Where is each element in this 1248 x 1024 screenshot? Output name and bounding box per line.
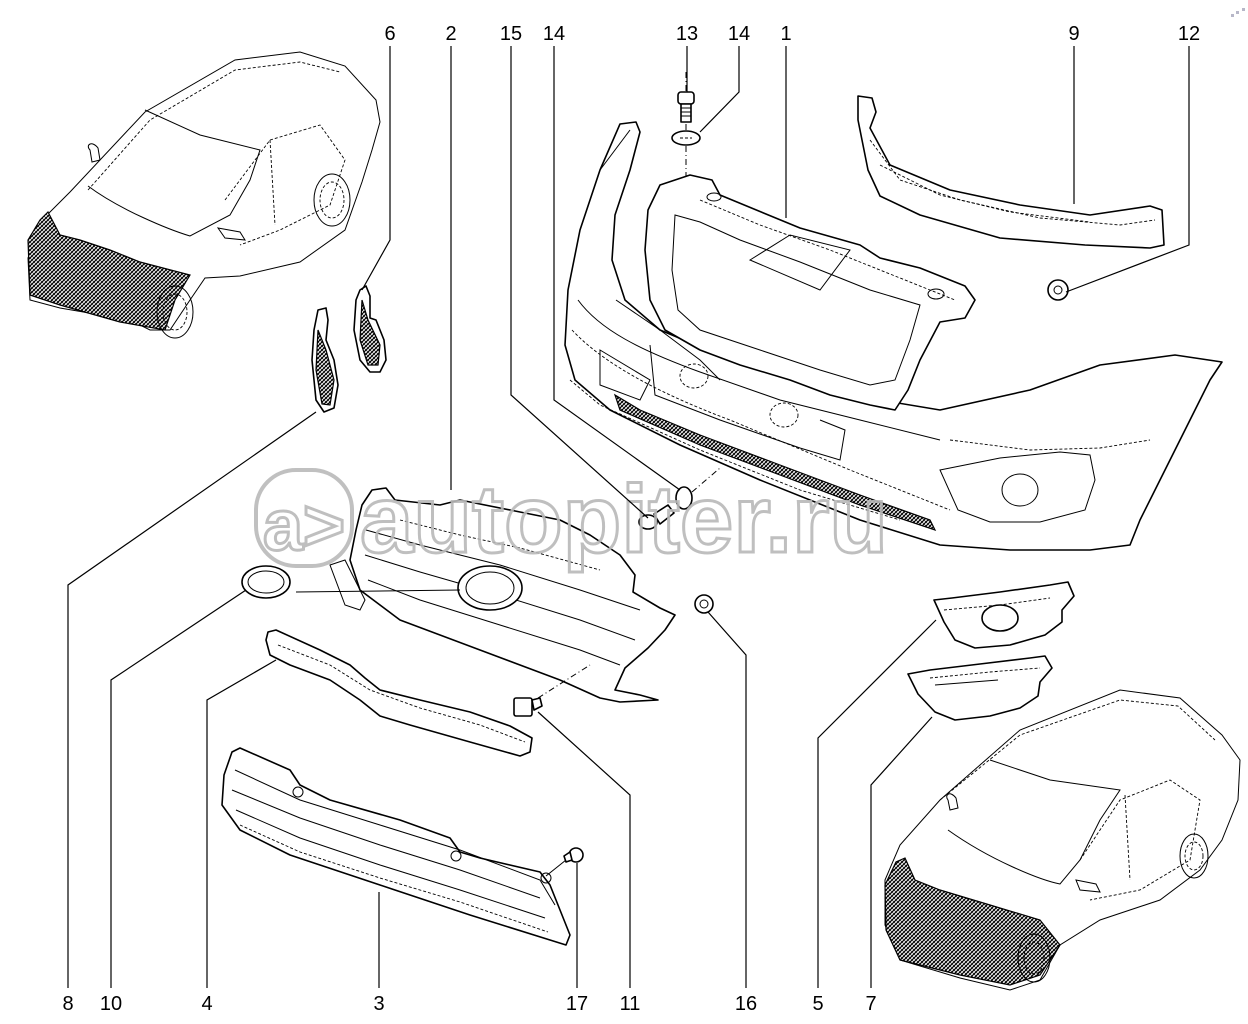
fog-lamp-bezel-7: [907, 655, 1053, 721]
callout-16: 16: [735, 993, 757, 1015]
watermark-text: autopiter.ru: [360, 466, 888, 573]
callout-17: 17: [566, 993, 588, 1015]
callout-14b: 14: [728, 23, 750, 45]
callout-9: 9: [1068, 23, 1079, 45]
callout-14a: 14: [543, 23, 565, 45]
grille-clip-11: [513, 697, 543, 717]
callout-6: 6: [384, 23, 395, 45]
leader-6: [361, 46, 391, 291]
callout-15: 15: [500, 23, 522, 45]
side-bracket-8: [311, 307, 339, 413]
fastener-17: [563, 847, 584, 863]
leader-8: [67, 411, 317, 988]
callout-4: 4: [201, 993, 212, 1015]
leader-16: [707, 611, 747, 988]
callout-11: 11: [620, 993, 641, 1015]
fog-lamp-bezel-5: [933, 581, 1075, 649]
bumper-beam-9: [857, 95, 1165, 249]
front-bumper-cover-1: [564, 121, 1223, 551]
radiator-grille-2: [329, 487, 676, 703]
washer-14-lower: [675, 486, 693, 510]
bolt-15: [638, 504, 675, 530]
leader-14b: [699, 46, 740, 133]
callout-2: 2: [445, 23, 456, 45]
leader-11: [537, 711, 631, 988]
side-bracket-6: [353, 285, 387, 373]
car-illustration-top-left: [27, 51, 381, 339]
leader-5: [817, 619, 937, 988]
callout-7: 7: [865, 993, 876, 1015]
washer-14-top: [671, 130, 701, 146]
callout-10: 10: [100, 993, 122, 1015]
callout-labels: 6 2 15 14 13 14 1 9 12 8 10 4 3 17 11 16…: [62, 23, 1200, 1015]
leader-14a: [553, 46, 681, 491]
leader-lines: [67, 46, 1190, 988]
car-illustration-bottom-right: [884, 689, 1241, 991]
lower-grille-3: [221, 747, 571, 946]
clip-16: [694, 594, 714, 614]
callout-8: 8: [62, 993, 73, 1015]
watermark-badge-text: a>: [263, 486, 345, 566]
callout-13: 13: [676, 23, 698, 45]
callout-12: 12: [1178, 23, 1200, 45]
nut-12: [1047, 279, 1069, 301]
corner-marks: [1231, 8, 1245, 17]
watermark: a> autopiter.ru: [254, 465, 890, 575]
grille-trim-strip-4: [265, 629, 533, 757]
leader-7: [870, 716, 933, 988]
leader-10: [110, 589, 247, 988]
callout-3: 3: [373, 993, 384, 1015]
grille-emblem-10: [241, 565, 291, 599]
leader-12: [1065, 46, 1190, 293]
callout-5: 5: [812, 993, 823, 1015]
bumper-upper-carrier: [613, 174, 976, 532]
bolt-13: [677, 91, 695, 123]
leader-4: [206, 659, 277, 988]
callout-1: 1: [780, 23, 791, 45]
leader-15: [510, 46, 649, 519]
